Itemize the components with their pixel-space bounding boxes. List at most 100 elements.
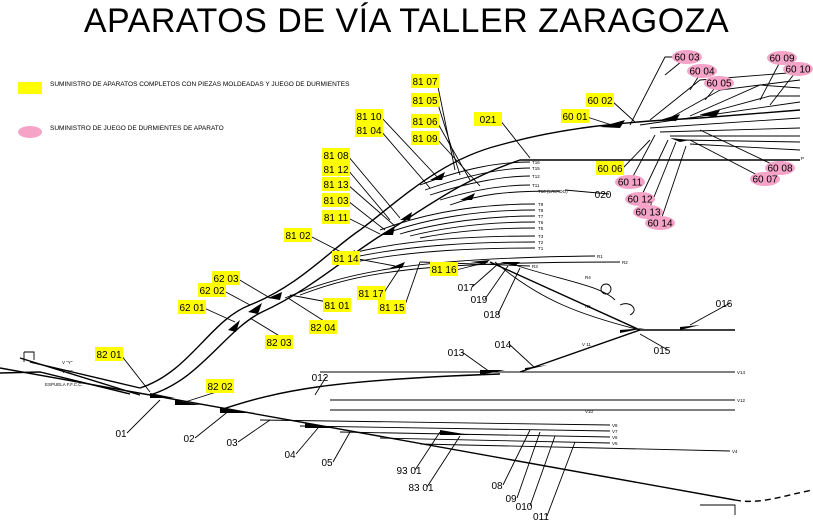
switch-label-8103: 81 03: [322, 193, 350, 207]
track-r4: [514, 264, 616, 301]
fan-6010: [699, 95, 800, 116]
track-r1: [284, 255, 596, 299]
switch-label-6004: 60 04: [687, 64, 717, 78]
track-lines: [0, 56, 813, 515]
switch-label-8105: 81 05: [411, 93, 439, 107]
svg-text:60 01: 60 01: [562, 112, 587, 123]
switch-label-016: 016: [716, 299, 733, 310]
switch-label-6012: 60 12: [625, 192, 655, 206]
track-v5: [379, 437, 611, 444]
switch-label-8109: 81 09: [411, 131, 439, 145]
legend-yellow: SUMINISTRO DE APARATOS COMPLETOS CON PIE…: [18, 80, 350, 94]
track-label-t16: T16: [532, 160, 540, 165]
switch-label-8107: 81 07: [411, 74, 439, 88]
switch-label-03: 03: [226, 438, 238, 449]
ramp-track-2: [149, 159, 800, 396]
svg-text:60 10: 60 10: [785, 65, 810, 76]
fan-b: [649, 117, 801, 129]
track-v6: [339, 431, 611, 438]
track-label-t9: T9: [538, 202, 544, 207]
track-label-t1: T1: [538, 246, 544, 251]
switch-label-8301: 83 01: [408, 483, 433, 494]
svg-text:82 02: 82 02: [207, 382, 232, 393]
switch-label-8202: 82 02: [206, 379, 234, 393]
track-v8: [259, 419, 611, 426]
track-label-v4: V4: [732, 449, 738, 454]
track-t15: [424, 167, 531, 191]
svg-text:60 11: 60 11: [618, 178, 643, 189]
svg-text:81 03: 81 03: [323, 196, 348, 207]
svg-text:81 07: 81 07: [412, 77, 437, 88]
track-v11: [519, 329, 735, 373]
ramp-track-1: [139, 109, 801, 389]
svg-text:81 04: 81 04: [356, 126, 381, 137]
track-labels: T16 T15 T12 T11 T10 (LAVADO) T9 T8 T7 T6…: [45, 156, 804, 454]
track-v4: [419, 443, 731, 452]
switch-label-8102: 81 02: [284, 228, 312, 242]
switch-label-6001: 60 01: [561, 109, 589, 123]
track-label-v5: V5: [612, 441, 618, 446]
fan-c: [659, 127, 801, 133]
track-label-vx: V "X": [62, 369, 73, 374]
svg-text:60 06: 60 06: [597, 164, 622, 175]
main-track-lower: [0, 367, 736, 501]
switch-label-018: 018: [484, 310, 501, 321]
switch-label-08: 08: [491, 481, 503, 492]
end-buffer: [700, 504, 736, 515]
switch-label-6009: 60 09: [767, 51, 797, 65]
track-label-t7: T7: [538, 214, 544, 219]
legend-pink: SUMINISTRO DE JUEGO DE DURMIENTES DE APA…: [18, 124, 350, 138]
track-t12: [429, 175, 531, 196]
track-label-t10: T10 (LAVADO): [538, 189, 568, 194]
switch-label-8113: 81 13: [322, 177, 350, 191]
track-t10: [449, 190, 561, 206]
svg-text:81 08: 81 08: [323, 151, 348, 162]
switch-label-6013: 60 13: [633, 205, 663, 219]
svg-text:021: 021: [480, 115, 497, 126]
switch-label-019: 019: [471, 295, 488, 306]
svg-text:82 03: 82 03: [266, 338, 291, 349]
legend-pink-text: SUMINISTRO DE JUEGO DE DURMIENTES DE APA…: [50, 125, 224, 132]
svg-text:82 04: 82 04: [310, 323, 335, 334]
svg-text:60 12: 60 12: [627, 195, 652, 206]
main-track-dashed: [734, 489, 813, 503]
fan-6004: [649, 71, 801, 121]
switch-label-020: 020: [595, 190, 612, 201]
svg-text:81 05: 81 05: [412, 96, 437, 107]
buffer-stop: [23, 351, 35, 362]
track-label-v8: V8: [612, 423, 618, 428]
svg-text:60 05: 60 05: [706, 79, 731, 90]
track-t7: [399, 215, 536, 235]
fan-6005: [669, 79, 801, 119]
legend-pink-swatch: [18, 126, 42, 138]
switch-label-8201: 82 01: [95, 347, 123, 361]
track-label-t2: T2: [538, 240, 544, 245]
track-label-v6: V6: [612, 435, 618, 440]
svg-text:62 01: 62 01: [179, 303, 204, 314]
switch-label-8111: 81 11: [322, 210, 350, 224]
svg-text:60 03: 60 03: [674, 53, 699, 64]
legend-yellow-swatch: [18, 82, 42, 94]
svg-text:81 10: 81 10: [356, 112, 381, 123]
switch-label-8203: 82 03: [265, 335, 293, 349]
svg-text:81 14: 81 14: [333, 254, 358, 265]
track-t9: [379, 203, 536, 231]
track-label-r5: R5: [585, 304, 591, 309]
svg-text:60 08: 60 08: [767, 164, 792, 175]
track-label-v14: V14: [737, 370, 746, 375]
track-t8: [389, 209, 536, 233]
track-label-t3: T3: [538, 234, 544, 239]
v-y-track: [29, 361, 141, 389]
svg-text:81 16: 81 16: [431, 265, 456, 276]
svg-text:81 01: 81 01: [324, 301, 349, 312]
switch-label-9301: 93 01: [396, 466, 421, 477]
switch-label-013: 013: [448, 348, 465, 359]
svg-text:81 13: 81 13: [323, 180, 348, 191]
switch-label-09: 09: [505, 494, 517, 505]
switch-label-8108: 81 08: [322, 148, 350, 162]
track-t1: [354, 247, 536, 263]
leader-lines: [120, 56, 799, 517]
loop-track: [619, 303, 635, 316]
switch-label-6002: 60 02: [586, 93, 614, 107]
svg-text:81 06: 81 06: [412, 117, 437, 128]
